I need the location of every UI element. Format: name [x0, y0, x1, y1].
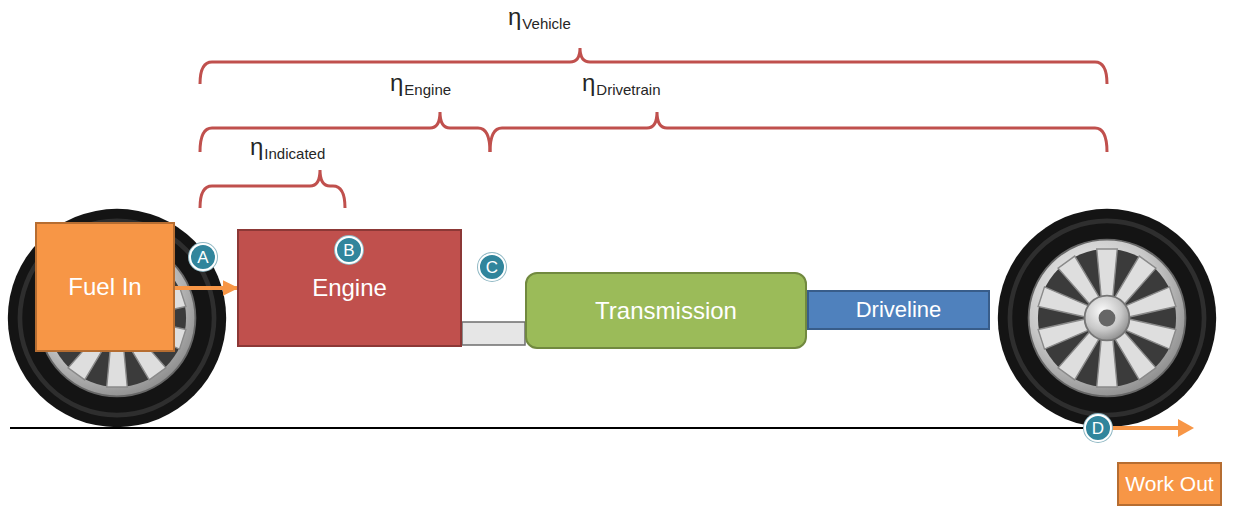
engine-shaft [462, 322, 525, 345]
eta-symbol: η [508, 4, 521, 30]
node-label: Driveline [856, 297, 942, 322]
efficiency-brackets [200, 48, 1107, 208]
fuel-box: Fuel In [35, 222, 175, 352]
front-wheel [8, 209, 226, 427]
efficiency-subscript: Indicated [264, 146, 325, 163]
callout-letter: B [343, 242, 354, 259]
eta-symbol: η [390, 70, 403, 96]
indicated-bracket [200, 170, 345, 208]
transmission-box: Transmission [525, 272, 807, 349]
efficiency-subscript: Drivetrain [596, 82, 660, 99]
callout-letter: D [1092, 420, 1104, 437]
node-label: Fuel In [68, 273, 141, 301]
node-label: Engine [312, 274, 387, 302]
callout-letter: C [486, 259, 498, 276]
vehicle-bracket [200, 48, 1107, 84]
callout-letter: A [197, 249, 208, 266]
fuel-arrow [175, 286, 237, 290]
work-arrow-head [1178, 419, 1194, 437]
ground-line [10, 427, 1100, 429]
callout-circle: D [1084, 414, 1112, 442]
efficiency-subscript: Vehicle [522, 16, 570, 33]
node-label: Transmission [595, 297, 737, 325]
eta-symbol: η [250, 134, 263, 160]
callout-circle: C [478, 253, 506, 281]
callout-circle: B [335, 236, 363, 264]
efficiency-subscript: Engine [404, 82, 451, 99]
work-out-box: Work Out [1117, 462, 1222, 506]
node-label: Work Out [1125, 472, 1213, 496]
eta-symbol: η [582, 70, 595, 96]
drivetrain-bracket [490, 112, 1107, 152]
engine-bracket [200, 112, 490, 152]
rear-wheel [998, 209, 1216, 427]
driveline-box: Driveline [807, 290, 990, 330]
callout-circle: A [189, 243, 217, 271]
